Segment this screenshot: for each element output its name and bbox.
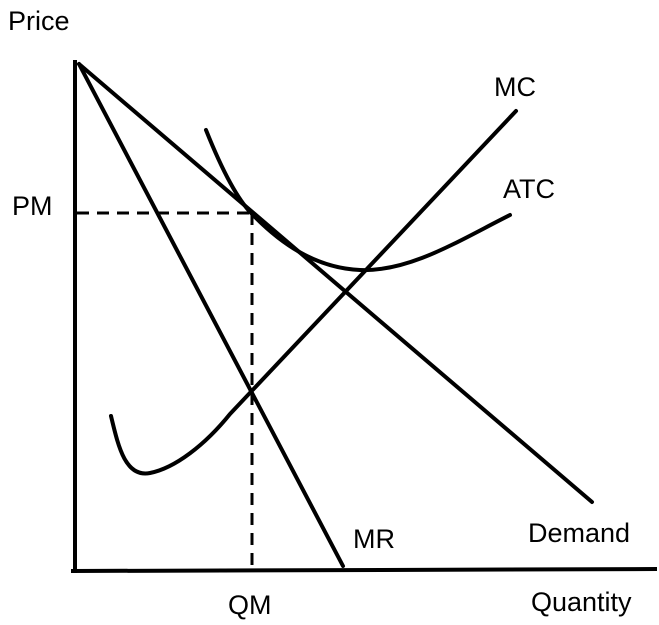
qm-label: QM bbox=[228, 590, 272, 620]
mr-label: MR bbox=[353, 524, 395, 554]
atc-label: ATC bbox=[503, 174, 555, 204]
pm-label: PM bbox=[12, 191, 53, 221]
mc-label: MC bbox=[494, 72, 536, 102]
demand-curve bbox=[77, 62, 594, 504]
y-axis-label: Price bbox=[8, 6, 70, 36]
x-axis bbox=[70, 566, 658, 574]
demand-label: Demand bbox=[528, 518, 631, 548]
mr-curve bbox=[77, 62, 345, 568]
mc-curve bbox=[109, 109, 518, 476]
atc-curve bbox=[204, 128, 512, 273]
x-axis-label: Quantity bbox=[531, 587, 632, 617]
